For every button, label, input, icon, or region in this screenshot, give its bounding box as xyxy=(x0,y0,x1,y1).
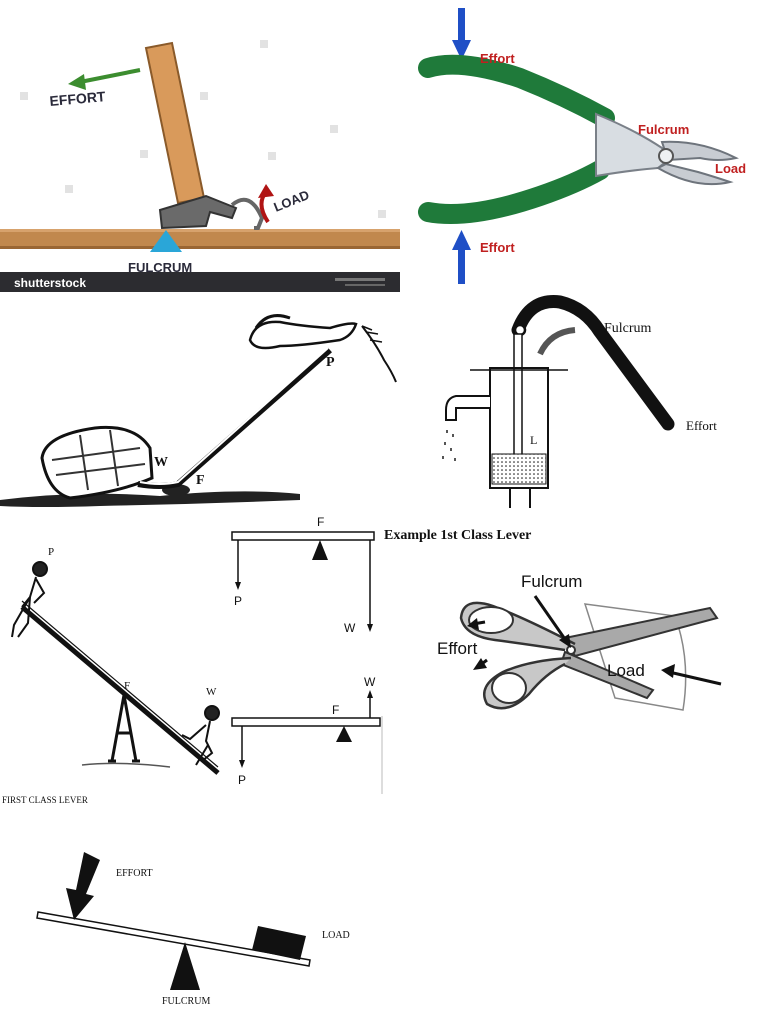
top-fulcrum xyxy=(312,540,328,560)
bottom-w-label: W xyxy=(364,675,376,689)
effort-arrow xyxy=(66,852,100,920)
hammer-lever-illustration: EFFORT LOAD FULCRUM shutterstock xyxy=(0,40,400,292)
arm-effort xyxy=(248,320,358,350)
effort-arrow-bottom xyxy=(458,246,465,284)
load-label: Load xyxy=(715,161,746,176)
load-arrow xyxy=(668,670,722,686)
bottom-p-label: P xyxy=(238,773,246,787)
pliers-lever-panel: Effort Effort Fulcrum Load xyxy=(400,0,768,292)
seesaw-plank xyxy=(20,605,220,775)
fulcrum-label: Fulcrum xyxy=(638,122,689,137)
p-label: P xyxy=(326,355,335,370)
p-label: P xyxy=(48,546,54,558)
crowbar-illustration: P W F xyxy=(0,314,397,507)
top-w-label: W xyxy=(344,621,356,635)
top-p-label: P xyxy=(234,594,242,608)
w-label: W xyxy=(154,455,168,470)
load-label: LOAD xyxy=(322,930,350,941)
load-stone xyxy=(40,425,154,500)
hammer-head xyxy=(158,194,238,230)
scissors-pivot xyxy=(566,645,576,655)
pump-lever-panel: Fulcrum Effort L xyxy=(400,292,768,515)
pliers-pivot xyxy=(658,148,674,164)
pump-handle xyxy=(511,295,675,431)
fulcrum-label: Fulcrum xyxy=(521,572,582,591)
nail xyxy=(230,197,265,230)
lever-beam xyxy=(36,911,311,967)
f-label: F xyxy=(196,473,205,488)
effort-arrow xyxy=(79,68,141,84)
boy-top xyxy=(11,561,48,638)
effort-label: Effort xyxy=(437,639,478,658)
effort-label: Effort xyxy=(686,418,717,433)
w-label: W xyxy=(206,686,217,698)
effort-bottom-label: Effort xyxy=(480,240,515,255)
bottom-f-label: F xyxy=(332,703,339,717)
effort-label: EFFORT xyxy=(116,868,153,879)
wooden-board xyxy=(0,229,400,249)
beam-diagrams: Example 1st Class Lever F P W W F P xyxy=(231,515,531,794)
seesaw-lever-panel: P F W FIRST CLASS LEVER xyxy=(0,525,230,815)
seesaw-illustration: P F W FIRST CLASS LEVER xyxy=(2,546,220,805)
crowbar-lever-panel: P W F xyxy=(0,300,400,515)
effort-label: EFFORT xyxy=(49,88,107,109)
hammer-handle xyxy=(144,41,206,205)
l-label: L xyxy=(530,433,537,447)
watermark-bar xyxy=(0,272,400,292)
basic-lever-panel: EFFORT LOAD FULCRUM xyxy=(0,838,400,1024)
pump-rod xyxy=(513,333,523,457)
grass xyxy=(81,762,171,768)
watermark-marks xyxy=(20,40,386,218)
fulcrum-label: FULCRUM xyxy=(162,996,210,1007)
effort-arrow xyxy=(361,325,397,383)
pump-spout xyxy=(445,395,490,421)
hammer-lever-panel: EFFORT LOAD FULCRUM shutterstock xyxy=(0,0,400,292)
pliers-jaw-bottom xyxy=(655,162,734,186)
beam-title: Example 1st Class Lever xyxy=(384,528,531,543)
load-box xyxy=(252,926,306,960)
basic-lever-illustration: EFFORT LOAD FULCRUM xyxy=(36,852,350,1007)
fulcrum-triangle xyxy=(170,942,200,990)
fulcrum-label: Fulcrum xyxy=(604,321,652,336)
bottom-beam xyxy=(231,717,381,727)
bottom-fulcrum xyxy=(336,726,352,742)
water xyxy=(491,453,547,485)
pliers-handle-top xyxy=(418,54,615,128)
fulcrum-arrow xyxy=(533,595,569,643)
water-drops xyxy=(442,430,456,461)
scissors-lever-panel: Fulcrum Effort Load xyxy=(425,560,768,735)
pliers-jaw-top xyxy=(660,140,739,162)
scissors-illustration: Fulcrum Effort Load xyxy=(437,572,722,711)
effort-arrow-top xyxy=(458,8,465,44)
pliers-handle-bottom xyxy=(418,160,610,224)
pliers-illustration: Effort Effort Fulcrum Load xyxy=(418,8,746,284)
load-label: LOAD xyxy=(272,187,312,215)
boy-bottom xyxy=(181,705,220,766)
crowbar xyxy=(137,347,332,489)
top-beam xyxy=(231,531,375,541)
ground xyxy=(0,491,300,507)
load-label: Load xyxy=(607,661,645,680)
fulcrum-label: FULCRUM xyxy=(128,260,192,275)
f-label: F xyxy=(124,680,130,692)
watermark-brand: shutterstock xyxy=(14,276,86,290)
effort-top-label: Effort xyxy=(480,51,515,66)
seesaw-stand xyxy=(108,694,140,763)
first-class-lever-caption: FIRST CLASS LEVER xyxy=(2,795,88,805)
pump-illustration: Fulcrum Effort L xyxy=(442,295,717,511)
fulcrum-triangle xyxy=(150,230,182,252)
top-f-label: F xyxy=(317,515,324,529)
